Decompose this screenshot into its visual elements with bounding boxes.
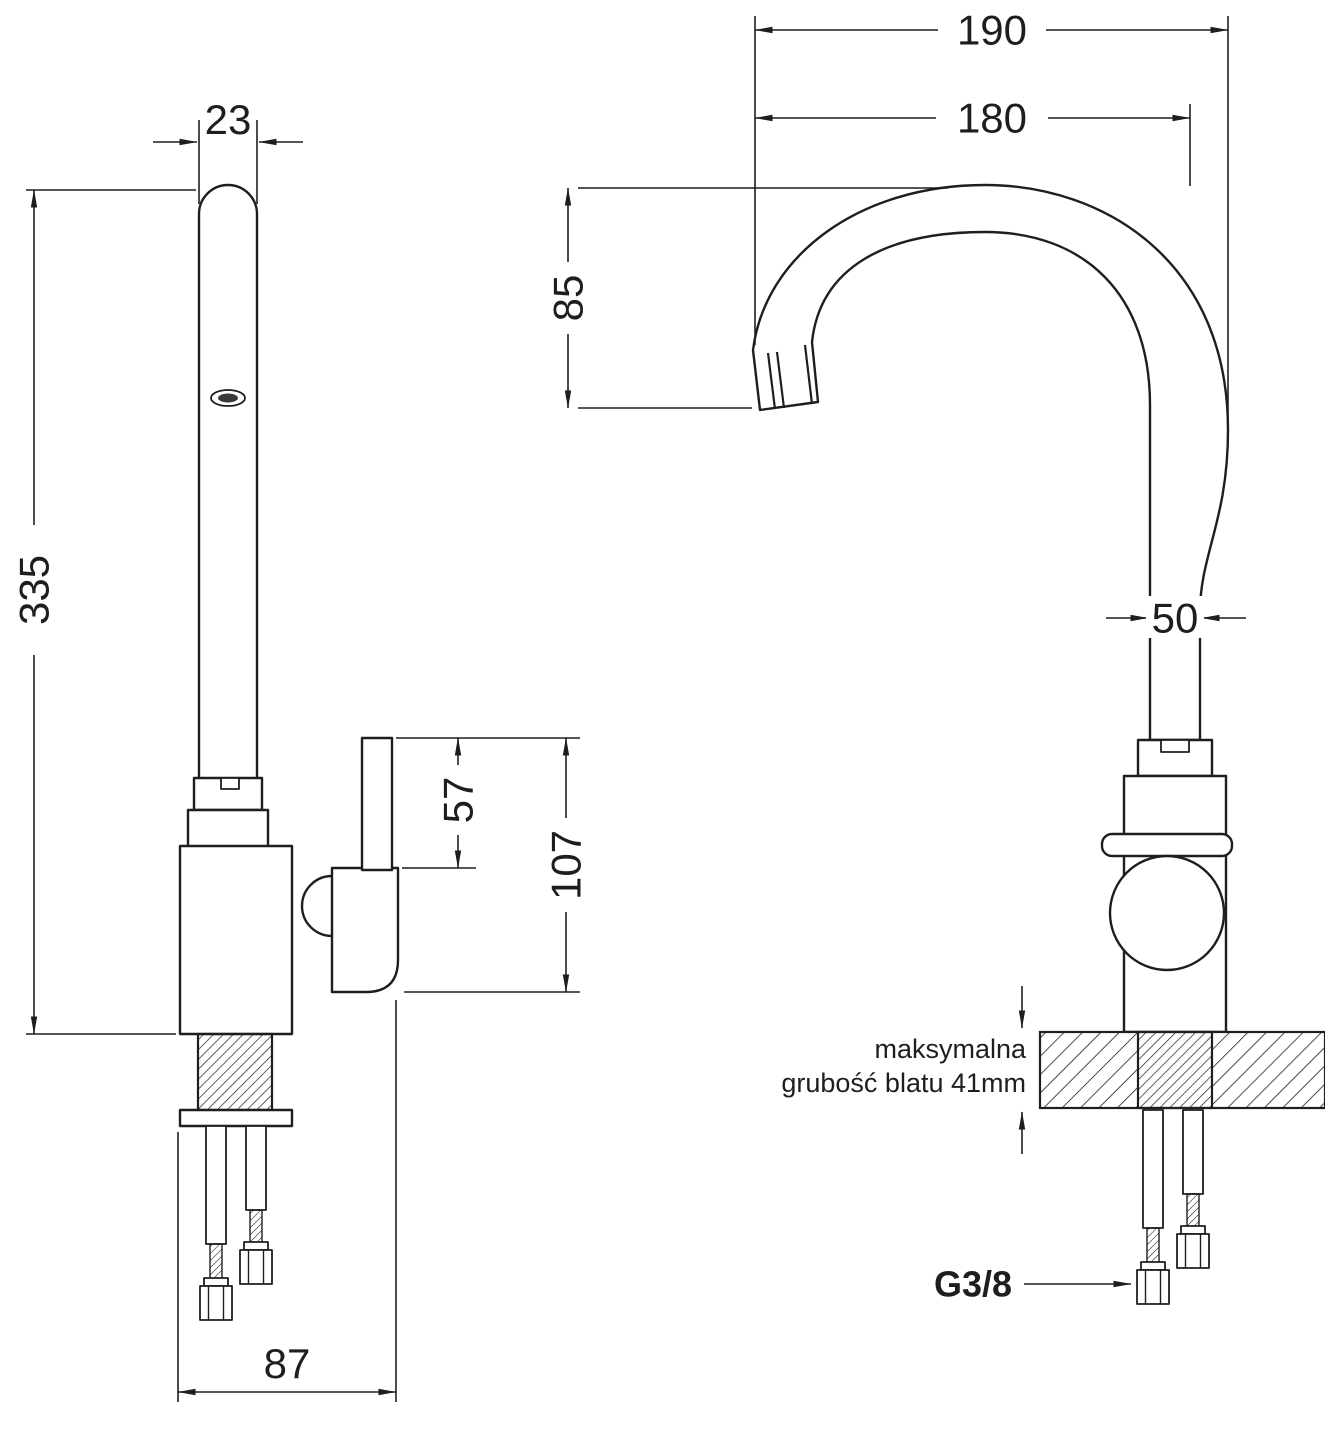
- dim-pipe-width: 50: [1106, 595, 1246, 642]
- front-aerator-ring-icon: [775, 351, 786, 409]
- side-spout-pipe: [197, 183, 259, 782]
- dim-label-spout-reach: 180: [957, 95, 1027, 142]
- dim-spout-width: 23: [153, 96, 303, 204]
- dim-spout-drop: 85: [545, 187, 948, 409]
- side-threaded-stud: [196, 1032, 274, 1112]
- dim-label-pipe-width: 50: [1152, 595, 1199, 642]
- front-handle-lever: [1100, 832, 1234, 858]
- side-neck: [186, 808, 270, 850]
- dim-label-base-width: 87: [264, 1340, 311, 1387]
- counter-thickness-note-line1: maksymalna: [874, 1034, 1027, 1064]
- side-aerator-core-icon: [218, 393, 238, 403]
- thread-callout-label: G3/8: [934, 1264, 1012, 1305]
- thread-callout: G3/8: [934, 1264, 1132, 1305]
- countertop-section: [1038, 1030, 1325, 1110]
- front-gooseneck-spout: [751, 183, 1230, 742]
- counter-thickness-note: maksymalna grubość blatu 41mm: [781, 986, 1027, 1154]
- front-threaded-stud: [1136, 1030, 1214, 1110]
- dim-spout-reach: 180: [754, 95, 1191, 186]
- dim-label-spout-width: 23: [205, 96, 252, 143]
- front-collar: [1136, 738, 1214, 778]
- counter-thickness-note-line2: grubość blatu 41mm: [781, 1068, 1026, 1098]
- side-body: [178, 844, 294, 1036]
- dim-base-width: 87: [177, 1000, 397, 1402]
- dim-label-body-height: 107: [543, 830, 590, 900]
- side-handle-housing: [330, 866, 400, 994]
- dim-total-height: 335: [11, 189, 196, 1035]
- front-aerator-icon: [766, 352, 777, 410]
- side-collar-notch: [220, 777, 240, 790]
- front-collar-notch: [1160, 739, 1190, 753]
- dim-label-total-height: 335: [11, 555, 58, 625]
- side-base-flange: [178, 1108, 294, 1128]
- front-supply-hoses: [1136, 1109, 1210, 1305]
- dim-body-height: 107: [543, 737, 590, 993]
- dim-label-lever-height: 57: [435, 777, 482, 824]
- dim-overall-reach: 190: [754, 7, 1229, 415]
- front-view: 190 180 85 50 maksymalna: [545, 7, 1325, 1305]
- side-handle-lever: [360, 736, 394, 872]
- dim-label-overall-reach: 190: [957, 7, 1027, 54]
- dim-label-spout-drop: 85: [545, 275, 592, 322]
- dim-lever-height: 57: [435, 737, 482, 869]
- front-handle-knob: [1108, 854, 1226, 972]
- side-view: 23 335 57 107: [11, 96, 590, 1402]
- side-supply-hoses: [199, 1125, 273, 1321]
- front-tip-joint: [803, 344, 814, 405]
